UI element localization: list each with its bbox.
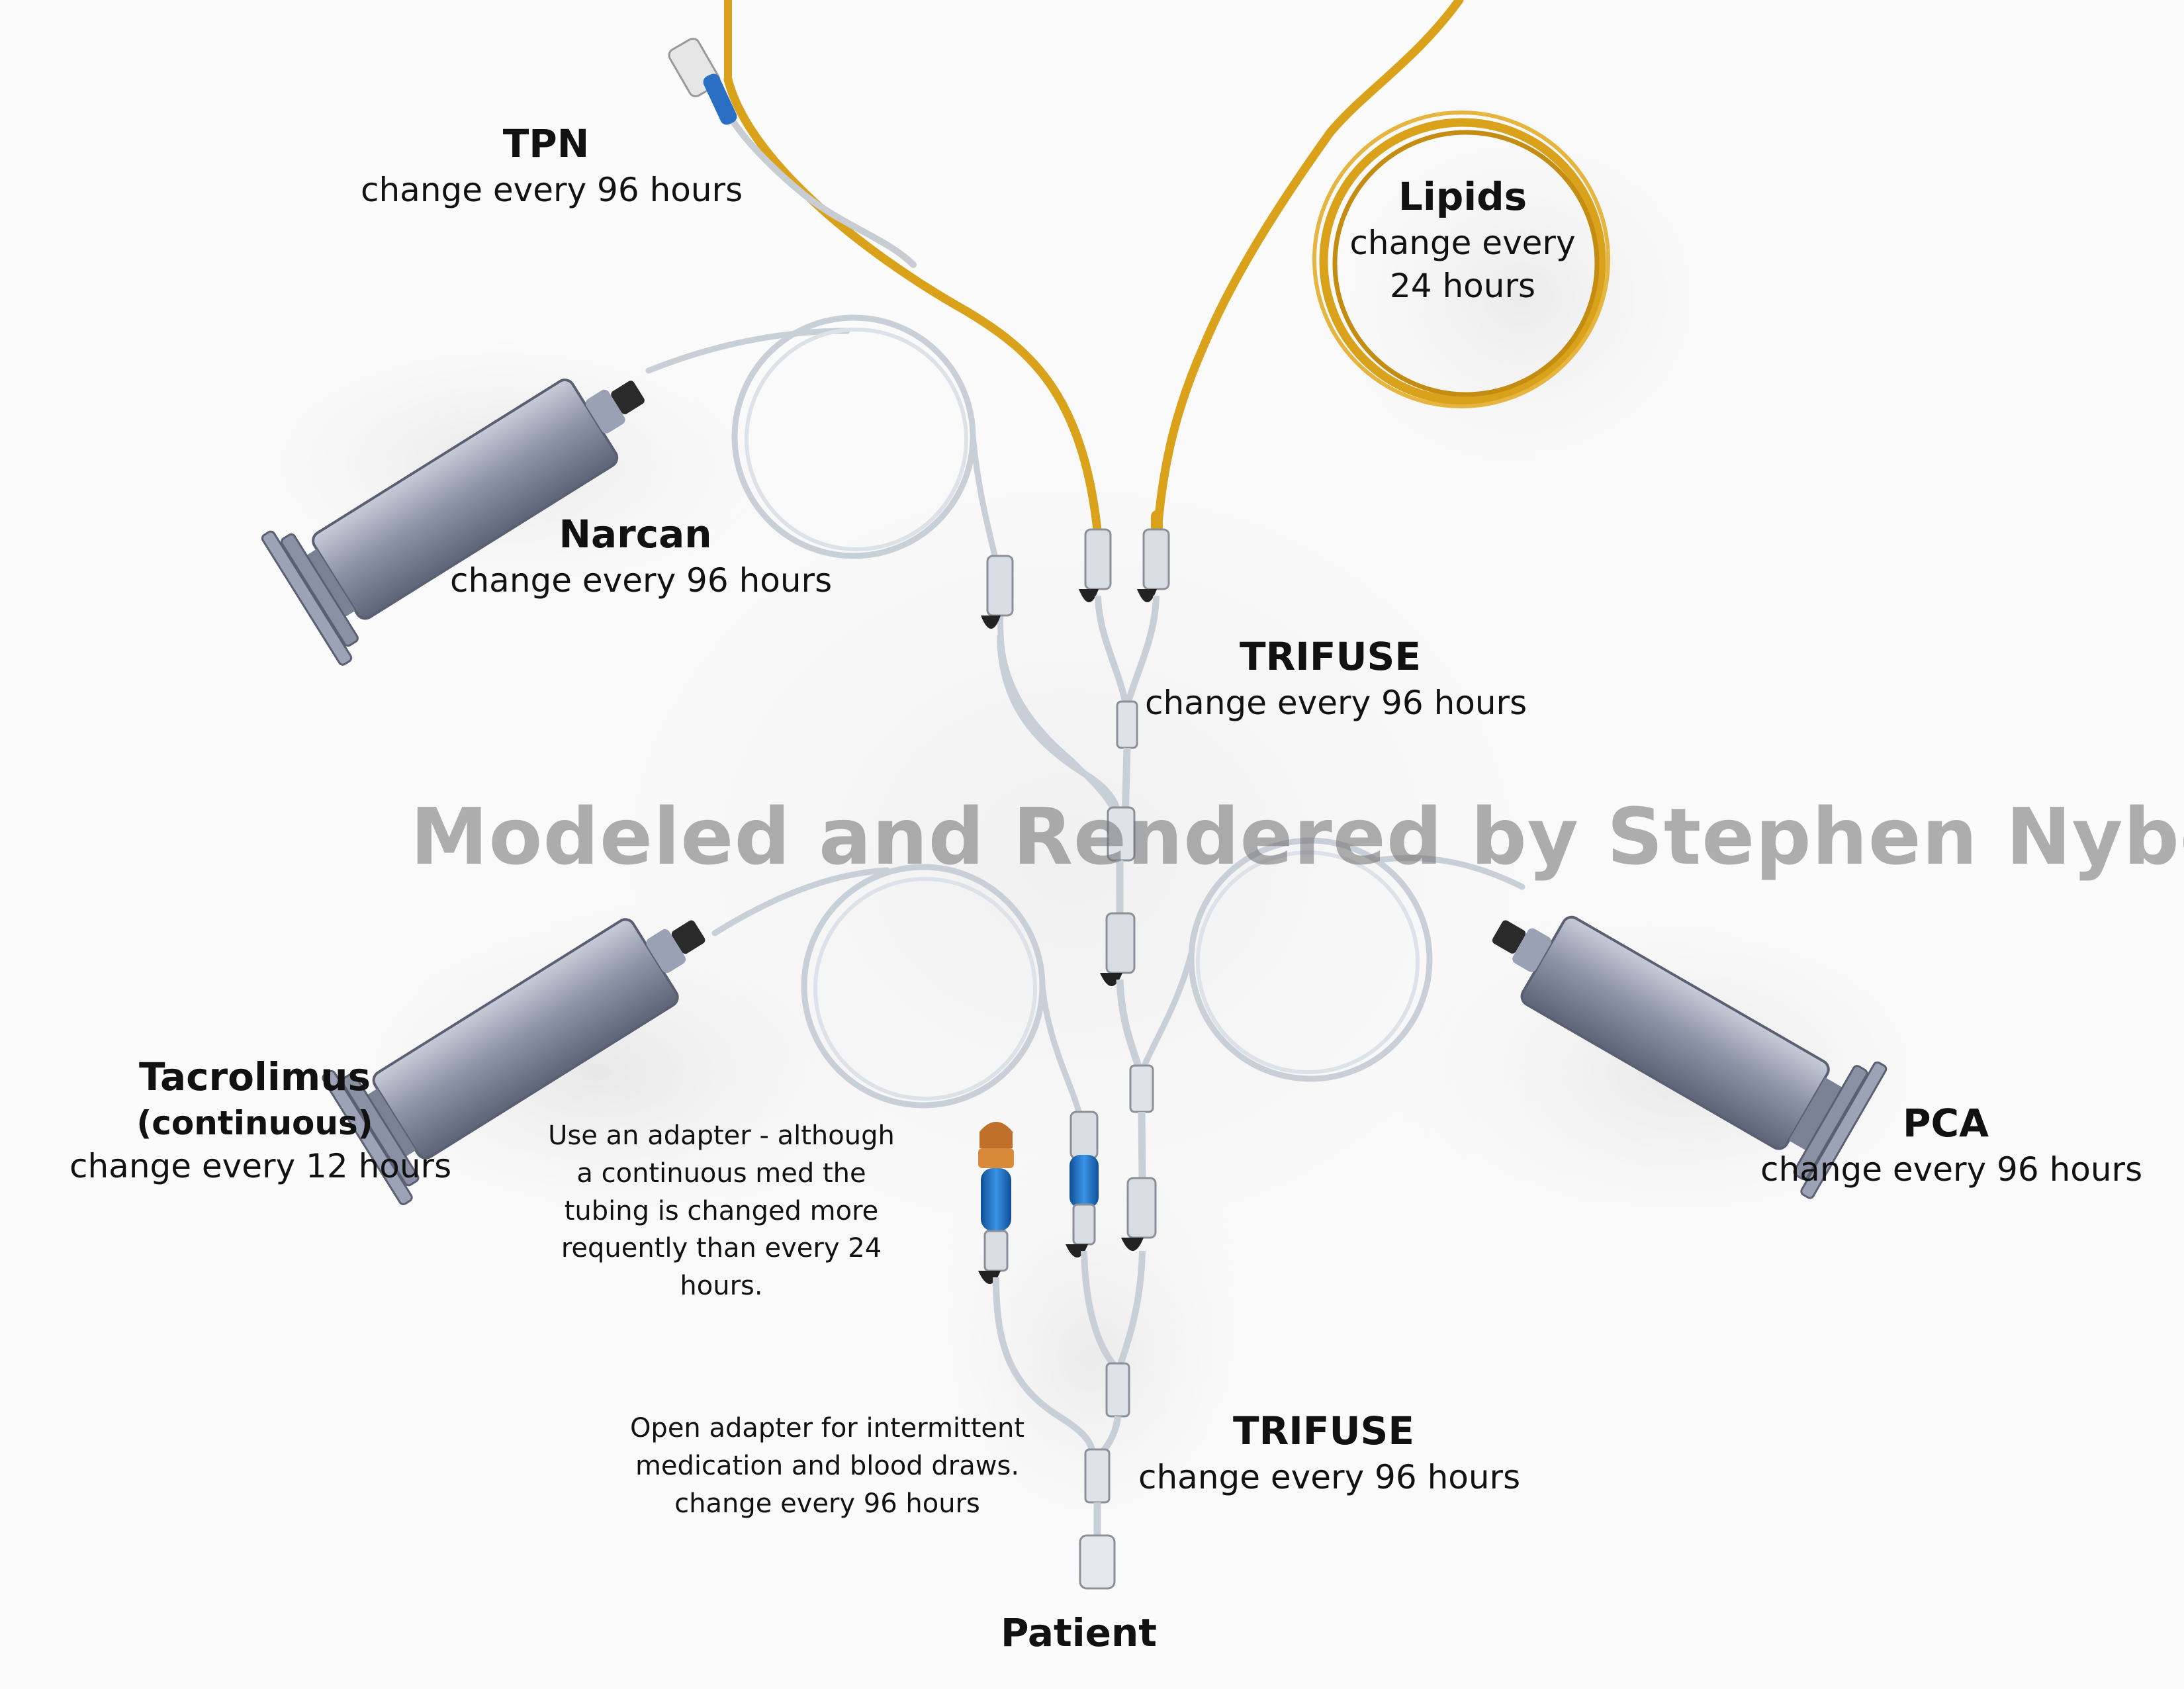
pca-tubing [1138, 837, 1525, 1082]
pca-title: PCA [1903, 1101, 1989, 1146]
lower-trifuse-connectors [978, 979, 1157, 1590]
upper-trifuse-connectors [981, 528, 1170, 986]
lipids-tubing [1151, 0, 1610, 549]
adapter-note-line: hours. [680, 1271, 763, 1302]
lipids-desc-line2: 24 hours [1389, 267, 1536, 306]
tpn-desc: change every 96 hours [361, 171, 743, 210]
narcan-tubing [645, 314, 1122, 824]
tpn-tubing [668, 0, 1103, 547]
trifuse-upper-desc: change every 96 hours [1145, 684, 1527, 723]
pca-syringe [1492, 915, 1888, 1199]
tpn-label: TPN change every 96 hours [361, 119, 743, 212]
tacrolimus-subtitle: (continuous) [136, 1104, 373, 1143]
open-adapter-note-line: Open adapter for intermittent [629, 1413, 1025, 1443]
lipids-label: Lipids change every 24 hours [1291, 172, 1635, 308]
open-adapter-note: Open adapter for intermittent medication… [602, 1410, 1052, 1522]
trifuse-lower-title: TRIFUSE [1233, 1408, 1414, 1453]
trifuse-upper-label: TRIFUSE change every 96 hours [1145, 632, 1527, 725]
tacrolimus-title: Tacrolimus [138, 1054, 371, 1099]
tacrolimus-syringe [322, 918, 705, 1206]
pca-label: PCA change every 96 hours [1760, 1099, 2143, 1191]
narcan-title: Narcan [559, 512, 712, 557]
narcan-desc: change every 96 hours [450, 561, 833, 600]
trifuse-lower-desc: change every 96 hours [1138, 1458, 1521, 1497]
trifuse-lower-label: TRIFUSE change every 96 hours [1138, 1406, 1521, 1499]
background-shadows [159, 46, 2032, 1608]
adapter-note-line: tubing is changed more [564, 1195, 879, 1226]
adapter-note: Use an adapter - although a continuous m… [523, 1117, 920, 1305]
lipids-desc-line1: change every [1349, 224, 1576, 263]
narcan-syringe [261, 379, 645, 666]
open-adapter-note-line: change every 96 hours [674, 1488, 980, 1519]
adapter-note-line: a continuous med the [576, 1158, 866, 1189]
trifuse-upper-title: TRIFUSE [1240, 634, 1421, 679]
adapter-note-line: Use an adapter - although [548, 1120, 895, 1151]
pca-desc: change every 96 hours [1760, 1150, 2143, 1189]
tacrolimus-desc: change every 12 hours [69, 1147, 452, 1186]
adapter-note-line: requently than every 24 [561, 1233, 882, 1264]
watermark: Modeled and Rendered by Stephen Nyberg [410, 791, 2184, 882]
patient-title: Patient [1000, 1610, 1158, 1655]
narcan-label: Narcan change every 96 hours [450, 510, 833, 602]
open-adapter-note-line: medication and blood draws. [635, 1450, 1020, 1481]
tacrolimus-tubing [711, 864, 1082, 1115]
tpn-title: TPN [502, 121, 590, 166]
lipids-title: Lipids [1398, 174, 1527, 219]
tacrolimus-label: Tacrolimus (continuous) change every 12 … [69, 1052, 452, 1188]
patient-label: Patient [946, 1608, 1211, 1658]
